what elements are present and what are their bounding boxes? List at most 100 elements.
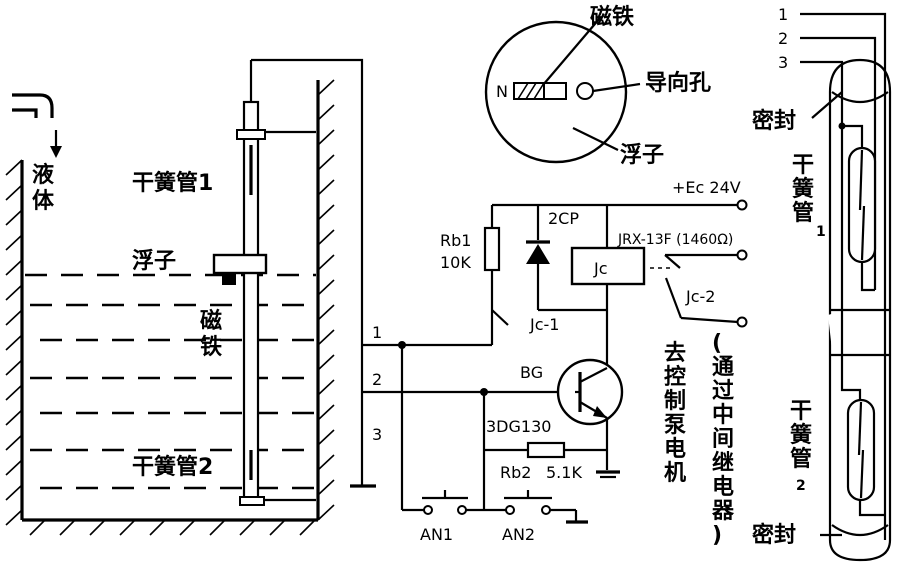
rb2-name: Rb2	[500, 463, 531, 482]
relay-note-char: 中	[712, 403, 734, 428]
pump-terminal-1	[736, 249, 748, 261]
tube-outline	[828, 58, 892, 562]
relay-note-char: 器	[711, 499, 735, 524]
reed2-label: 干簧管2	[132, 454, 213, 480]
emitter-arrow	[593, 406, 607, 418]
relay-note-char: 间	[712, 427, 734, 452]
leader-magnet	[542, 17, 601, 86]
relay-note-char: 电	[712, 475, 734, 500]
an2-label: AN2	[502, 525, 535, 544]
inlet-pipe-inner	[12, 108, 38, 118]
relay-note-char: (	[712, 331, 722, 356]
bottom-hatch	[29, 519, 316, 536]
an2-contact-right	[541, 505, 551, 515]
seal-top-label: 密封	[752, 108, 796, 134]
leader-float	[572, 127, 619, 151]
terminal-3-label: 3	[372, 425, 382, 444]
reed2-blade-a	[857, 401, 863, 456]
reed1-blade-b	[860, 205, 866, 261]
pump-char: 泵	[664, 413, 686, 438]
reed-r2-char: 簧	[790, 422, 812, 448]
jc2-line-bottom	[680, 316, 739, 324]
pump-text-col2: ( 通 过 中 间 继 电 器 )	[711, 331, 735, 548]
upper-stop	[236, 129, 266, 140]
an2-contact-left	[505, 505, 515, 515]
tube-bottom-seal	[831, 524, 889, 536]
rb1-value: 10K	[440, 253, 471, 272]
reed1-lower-lead	[860, 262, 875, 292]
pump-terminal-2	[736, 316, 748, 328]
right-wall-hatch	[317, 79, 335, 521]
pump-char: 机	[664, 461, 686, 486]
relay-coil	[570, 246, 646, 286]
reed1-upper-lead	[842, 124, 864, 148]
pump-char: 控	[664, 364, 686, 390]
jc2-contact-b	[664, 277, 683, 319]
reed1-blade-a	[858, 149, 864, 211]
reed-r1-char: 干	[792, 153, 814, 178]
leader-hole	[592, 82, 641, 93]
left-wall-hatch	[5, 159, 23, 526]
reed-r1-char: 簧	[792, 176, 814, 202]
transistor-collector	[579, 367, 608, 383]
diode-label: 2CP	[548, 209, 579, 228]
seal-bottom-label: 密封	[752, 522, 796, 548]
magnet-block	[222, 273, 236, 285]
reed-r1-label: 干 簧 管 1	[792, 153, 826, 240]
liquid-label-1: 液	[32, 162, 54, 188]
contact1-label: Jc-1	[529, 315, 559, 334]
seal-top-leader	[811, 91, 843, 119]
magnet-bar	[513, 82, 567, 100]
north-pole-label: N	[496, 82, 508, 101]
right-lead-3-label: 3	[778, 53, 788, 72]
reed2-glass	[846, 398, 876, 502]
reed-r2-label: 干 簧 管 2	[790, 399, 812, 494]
magnet-label-1: 磁	[200, 308, 222, 334]
pump-char: 去	[664, 341, 686, 366]
terminal-2-label: 2	[372, 370, 382, 389]
pump-char: 制	[664, 389, 686, 414]
relay-note-char: 继	[712, 450, 734, 476]
float-top-view	[484, 17, 641, 164]
lead-1	[800, 12, 887, 540]
transistor-bg	[556, 358, 624, 426]
rb1-name: Rb1	[440, 231, 471, 250]
relay-note-char: )	[712, 523, 722, 548]
diode-triangle	[526, 244, 550, 264]
guide-hole-label: 导向孔	[645, 70, 711, 96]
reed1-label: 干簧管1	[132, 170, 213, 196]
supply-terminal	[736, 199, 748, 211]
rb2-value: 5.1K	[546, 463, 582, 482]
magnet-label-2: 铁	[200, 334, 222, 360]
float-disc	[484, 20, 628, 164]
relay-note-char: 通	[712, 355, 734, 380]
reed1-glass	[847, 146, 877, 264]
transistor-model: 3DG130	[486, 417, 551, 436]
reed2-blade-b	[859, 449, 865, 499]
float-label: 浮子	[132, 248, 176, 274]
circuit	[362, 199, 748, 524]
contact2-label: Jc-2	[685, 287, 715, 306]
reed2-lower-lead	[858, 500, 885, 517]
guide-hole	[576, 82, 594, 100]
right-lead-2-label: 2	[778, 29, 788, 48]
reed2-lead	[840, 126, 862, 400]
reed-r2-char: 管	[790, 446, 812, 472]
magnet-hatch	[517, 82, 545, 100]
relay-coil-label: Jc	[593, 259, 608, 278]
wire-reed-common	[251, 58, 364, 485]
reed-r2-char: 干	[790, 399, 812, 424]
inlet-arrowhead	[50, 146, 62, 158]
tank	[5, 58, 376, 536]
relay-note-char: 过	[712, 379, 734, 404]
pump-text-col1: 去 控 制 泵 电 机	[664, 341, 686, 486]
jc1-contact	[491, 309, 509, 326]
reed-r2-num: 2	[796, 478, 806, 494]
an1-label: AN1	[420, 525, 453, 544]
pump-char: 电	[664, 437, 686, 462]
float-body	[212, 253, 268, 275]
right-lead-1-label: 1	[778, 5, 788, 24]
relay-model-label: JRX-13F (1460Ω)	[617, 232, 733, 248]
transistor-name: BG	[520, 363, 543, 382]
